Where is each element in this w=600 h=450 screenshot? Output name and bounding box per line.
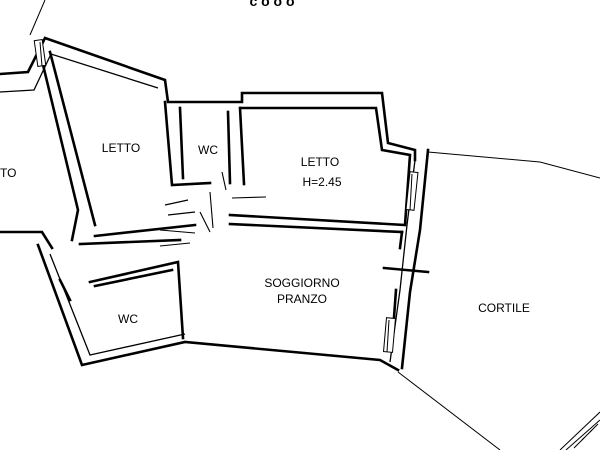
windows [33, 39, 419, 353]
courtyard-boundary [397, 151, 600, 450]
label-wc-bottom: WC [118, 312, 138, 326]
exterior-walls [0, 36, 430, 372]
label-ceiling-height: H=2.45 [302, 175, 341, 189]
door-openings [159, 171, 267, 247]
top-heading-cut: c o o o [249, 0, 294, 9]
label-letto-right: LETTO [301, 155, 339, 169]
label-pranzo: PRANZO [277, 292, 327, 306]
label-cortile: CORTILE [478, 301, 530, 315]
label-left-room-cut: TO [0, 166, 16, 180]
label-wc-top: WC [198, 143, 218, 157]
site-line-top [29, 0, 46, 36]
interior-walls [36, 42, 430, 347]
label-letto-left: LETTO [102, 141, 140, 155]
label-soggiorno: SOGGIORNO [264, 276, 339, 290]
